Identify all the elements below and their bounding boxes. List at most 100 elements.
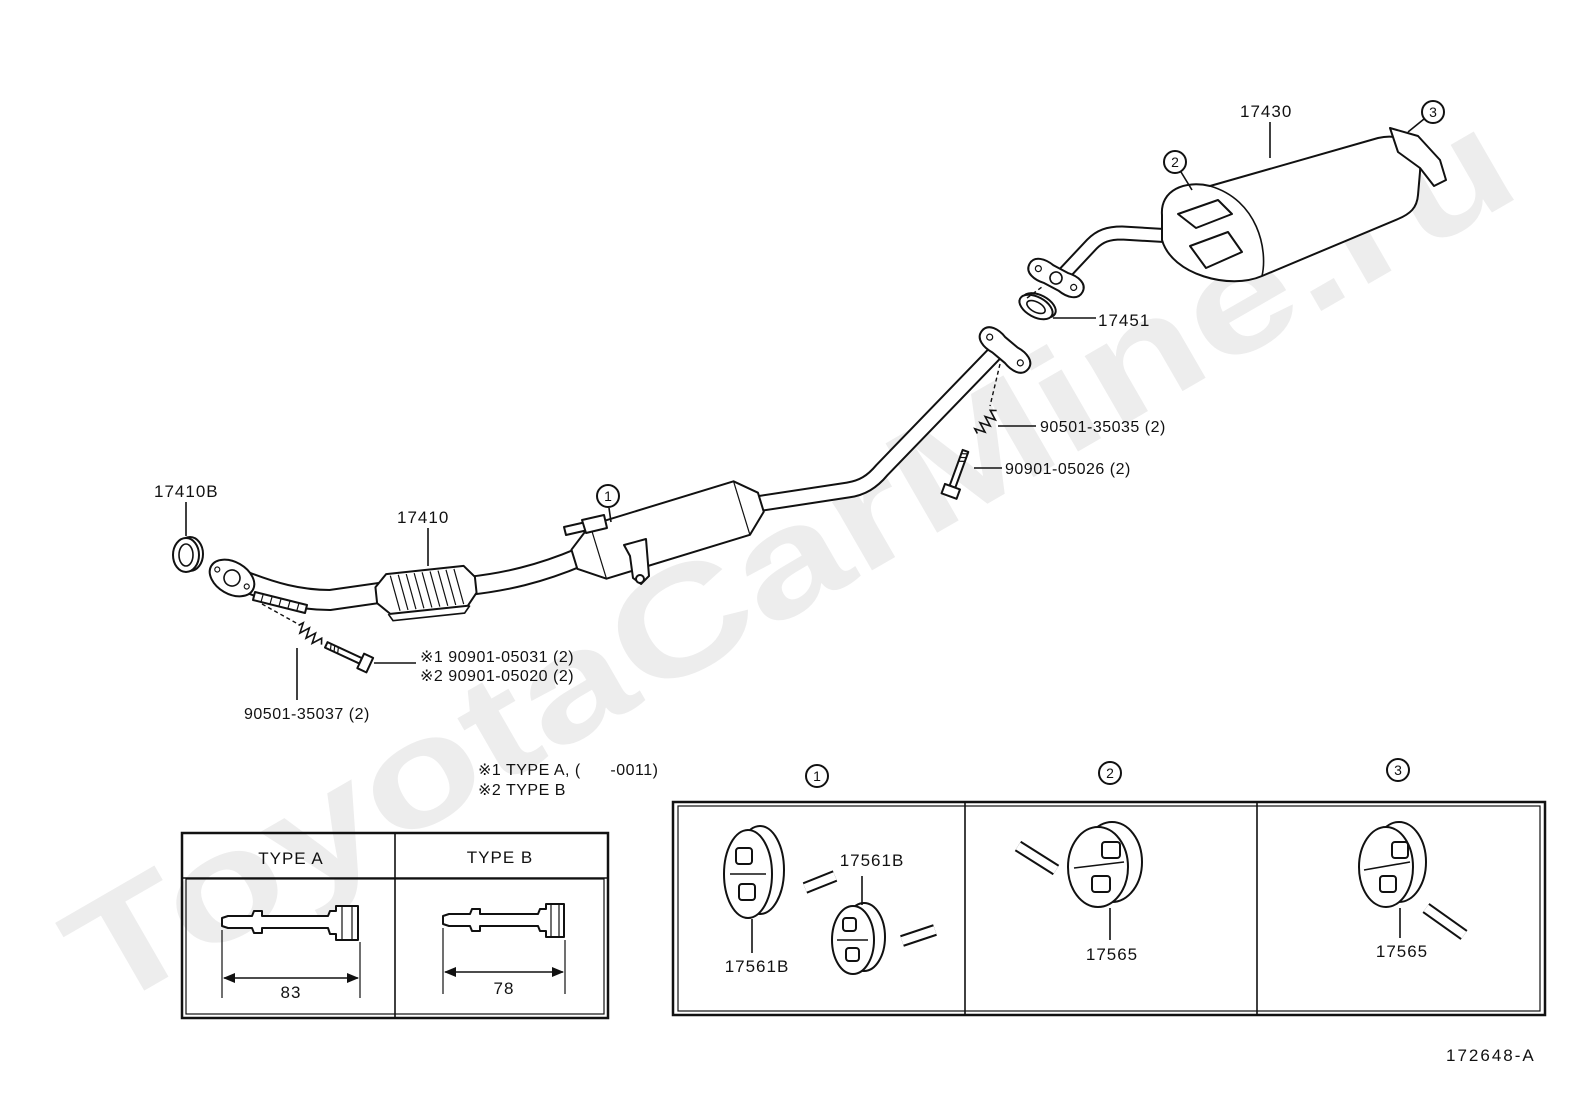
- muffler-gasket: [1018, 292, 1057, 321]
- hanger-hole-upper: [1101, 841, 1121, 859]
- hanger-hole-lower: [738, 883, 756, 901]
- leader-lines: [185, 118, 1425, 700]
- rear-pipe-flange: [978, 326, 1032, 374]
- resonator-body: [570, 480, 765, 580]
- rear-flange-assembly-line: [989, 363, 1001, 407]
- hanger-table-marker-2-label: 2: [1106, 765, 1114, 781]
- front-flange-bolt-hole: [243, 583, 250, 590]
- front-spring-coil: [298, 621, 323, 645]
- bolt-type-a-extension-lines: [221, 930, 361, 998]
- bolt-table-header-type-a: TYPE A: [258, 849, 324, 868]
- resonator-seams: [589, 481, 751, 579]
- hanger-table-marker-2-circle: [1098, 761, 1122, 785]
- hanger-rod-core: [900, 926, 937, 945]
- muffler-front-face-edge: [1209, 185, 1265, 277]
- bolt-type-a-drawing: 83: [221, 905, 361, 1002]
- marker-3: 3: [1421, 100, 1445, 124]
- bolt-type-a-silhouette: [221, 905, 359, 941]
- hanger-rod-core: [1423, 904, 1467, 939]
- hanger-table-marker-2: 2: [1098, 761, 1122, 785]
- marker-3-label: 3: [1429, 104, 1437, 120]
- hanger-hole-upper: [1391, 841, 1409, 859]
- hanger-table-frame: [671, 800, 1547, 1017]
- bolt-type-b-extension-lines: [442, 928, 566, 994]
- front-gasket-ring: [172, 537, 200, 573]
- bolt-type-b-arrow-right: [552, 967, 564, 977]
- bolt-type-a-arrow-right: [347, 973, 359, 983]
- muffler-inlet-flange-bolt-hole: [1034, 265, 1042, 273]
- hanger-table-marker-3: 3: [1386, 758, 1410, 782]
- tail-pipe: [1389, 127, 1447, 187]
- hanger-web: [1073, 861, 1125, 869]
- leader-marker-3: [1407, 118, 1425, 133]
- muffler-inlet-flange-port: [1049, 271, 1063, 285]
- resonator-rear-hanger-rod: [635, 574, 645, 584]
- leader-marker-1: [608, 507, 612, 523]
- rear-bolt-head: [940, 482, 961, 500]
- front-heat-shield: [252, 591, 308, 614]
- hanger-part-17565-cell-2: 17565: [1086, 945, 1138, 964]
- front-gasket: [172, 536, 204, 573]
- resonator-front-bracket: [581, 514, 608, 534]
- front-bolt: [323, 641, 375, 674]
- rubber-hanger-17565-cell-3: [1358, 821, 1427, 908]
- bolt-type-b-head-facets: [550, 904, 560, 937]
- hanger-table: 1 2 3: [671, 758, 1547, 1017]
- callout-muffler: 17430: [1240, 102, 1292, 121]
- rubber-hanger-17565-cell-2: [1067, 821, 1143, 908]
- hanger-rod-core: [1015, 842, 1059, 874]
- hanger-cell-3: 17565: [1358, 821, 1468, 961]
- hanger-cell-1: 17561B 17561B: [723, 825, 937, 976]
- bolt-type-table: TYPE A TYPE B 83 78: [180, 831, 610, 1020]
- bolt-type-b-drawing: 78: [442, 903, 566, 998]
- bolt-type-b-length: 78: [494, 979, 515, 998]
- rear-spring: [973, 409, 997, 434]
- muffler-inlet-flange-plate: [1027, 257, 1085, 299]
- front-bolt-head: [356, 652, 375, 674]
- callout-front-bolt-type-b: ※2 90901-05020 (2): [420, 668, 574, 685]
- note-type-b: ※2 TYPE B: [478, 782, 566, 799]
- front-flange-port: [223, 569, 241, 587]
- bolt-type-a-head-facets: [341, 906, 353, 940]
- hanger-hole-upper: [735, 847, 753, 865]
- hanger-hole-lower: [1379, 875, 1397, 893]
- muffler-gasket-hole: [1026, 299, 1046, 315]
- converter-body: [374, 564, 478, 615]
- callout-front-bolt-type-a: ※1 90901-05031 (2): [420, 649, 574, 666]
- marker-3-circle: [1421, 100, 1445, 124]
- hanger-table-marker-3-label: 3: [1394, 762, 1402, 778]
- rear-spring-coil: [973, 409, 997, 434]
- leader-marker-2: [1180, 171, 1193, 191]
- front-flange: [208, 558, 256, 598]
- muffler-inlet-pipe-core: [1057, 227, 1241, 280]
- muffler-gasket-assembly-line: [1026, 286, 1043, 299]
- hanger-table-marker-1-circle: [805, 764, 829, 788]
- front-spring: [298, 621, 323, 645]
- catalytic-converter: [374, 564, 478, 622]
- callout-front-pipe: 17410: [397, 508, 449, 527]
- rear-bolt: [940, 448, 970, 500]
- muffler-inlet-opening: [1177, 199, 1233, 229]
- figure-id: 172648-A: [1446, 1046, 1536, 1065]
- bolt-type-a-arrow-left: [223, 973, 235, 983]
- hanger-table-marker-1-label: 1: [813, 768, 821, 784]
- rear-pipe-flange-bolt-hole: [1016, 359, 1024, 367]
- callout-rear-spring: 90501-35035 (2): [1040, 419, 1166, 436]
- resonator: [570, 480, 765, 580]
- hanger-front-face: [1358, 826, 1414, 908]
- hanger-part-17565-cell-3: 17565: [1376, 942, 1428, 961]
- hanger-table-marker-3-circle: [1386, 758, 1410, 782]
- callout-front-gasket: 17410B: [154, 482, 219, 501]
- hanger-table-marker-1: 1: [805, 764, 829, 788]
- marker-2-label: 2: [1171, 154, 1179, 170]
- marker-1: 1: [596, 484, 620, 508]
- hanger-table-inner-frame: [677, 805, 1541, 1012]
- rear-pipe-core: [755, 345, 1003, 511]
- front-flange-plate: [208, 558, 256, 598]
- center-pipe-core: [467, 549, 584, 594]
- front-flange-bolt-hole: [214, 566, 221, 573]
- resonator-hangers: [563, 514, 650, 585]
- muffler-inlet-baffle: [1189, 231, 1243, 269]
- bolt-table-header-type-b: TYPE B: [467, 848, 533, 867]
- hanger-part-17561b-upper: 17561B: [725, 957, 790, 976]
